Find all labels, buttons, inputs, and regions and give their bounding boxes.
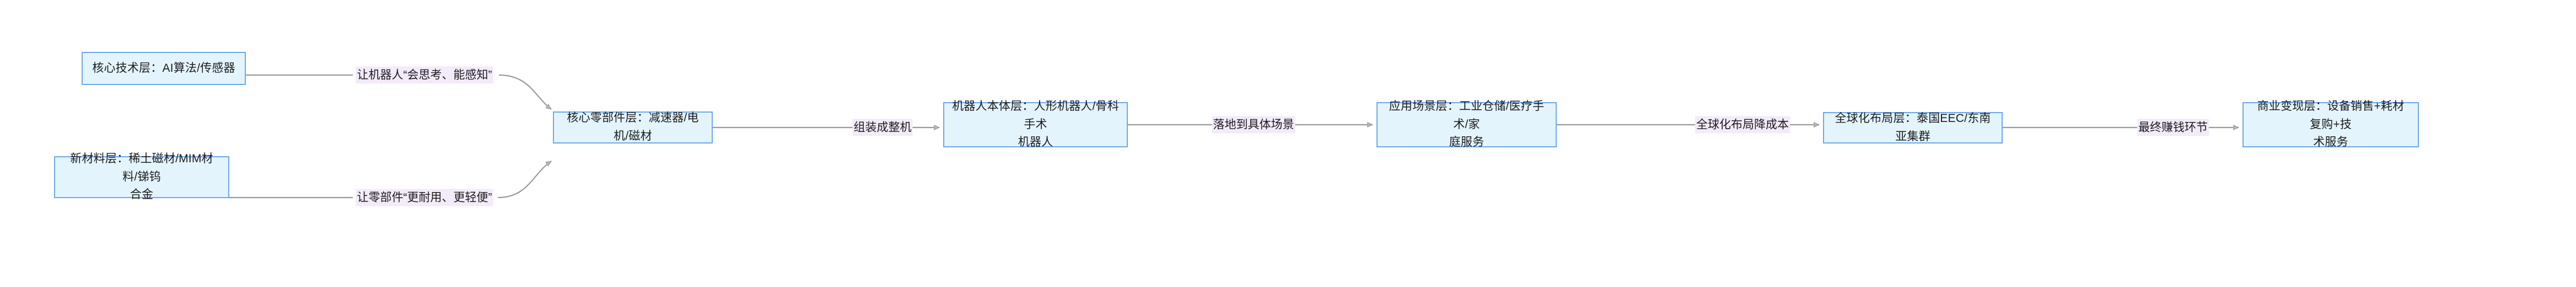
edge-label-edge-scene-to-global: 全球化布局降成本 xyxy=(1695,116,1790,134)
node-label: 核心零部件层：减速器/电机/磁材 xyxy=(567,111,699,142)
node-application-scene[interactable]: 应用场景层：工业仓储/医疗手术/家 庭服务 xyxy=(1376,100,1557,148)
node-label: 商业变现层：设备销售+耗材复购+技 术服务 xyxy=(2257,100,2405,149)
node-label: 新材料层：稀土磁材/MIM材料/锑钨 合金 xyxy=(70,152,213,201)
edge-label-edge-tech-to-components: 让机器人“会思考、能感知” xyxy=(356,66,493,84)
edge-label-edge-body-to-scene: 落地到具体场景 xyxy=(1212,116,1295,134)
node-global-layout[interactable]: 全球化布局层：泰国EEC/东南亚集群 xyxy=(1823,112,2003,144)
node-monetization[interactable]: 商业变现层：设备销售+耗材复购+技 术服务 xyxy=(2242,100,2419,148)
node-robot-body[interactable]: 机器人本体层：人形机器人/骨科手术 机器人 xyxy=(943,100,1128,148)
edge-label-edge-material-to-components: 让零部件“更耐用、更轻便” xyxy=(356,189,493,206)
node-core-components[interactable]: 核心零部件层：减速器/电机/磁材 xyxy=(553,111,713,144)
edge-path-edge-material-to-components xyxy=(497,161,551,199)
edge-label-edge-components-to-body: 组装成整机 xyxy=(852,119,913,136)
node-label: 核心技术层：AI算法/传感器 xyxy=(92,61,235,75)
node-label: 机器人本体层：人形机器人/骨科手术 机器人 xyxy=(952,100,1119,149)
node-core-tech[interactable]: 核心技术层：AI算法/传感器 xyxy=(82,52,246,85)
node-label: 全球化布局层：泰国EEC/东南亚集群 xyxy=(1835,111,1991,143)
edge-path-edge-tech-to-components xyxy=(498,74,551,110)
edge-label-edge-global-to-monetization: 最终赚钱环节 xyxy=(2137,119,2209,136)
node-new-material[interactable]: 新材料层：稀土磁材/MIM材料/锑钨 合金 xyxy=(54,152,229,201)
node-label: 应用场景层：工业仓储/医疗手术/家 庭服务 xyxy=(1389,100,1545,149)
